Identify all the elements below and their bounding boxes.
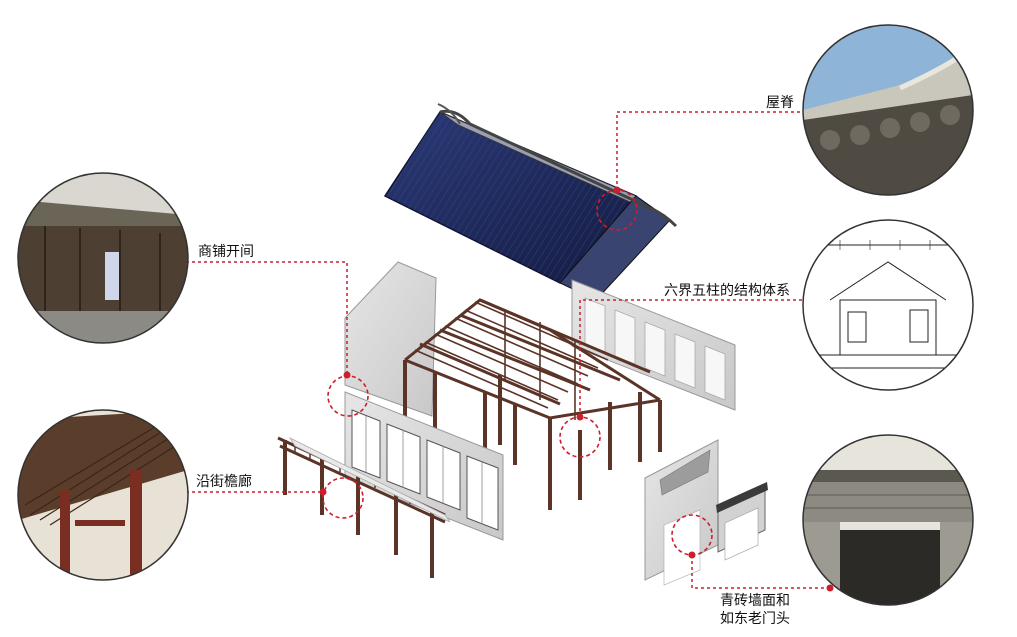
roof-component [383,103,678,301]
label-brick-wall-line2: 如东老门头 [720,611,790,627]
street-arcade [277,436,451,578]
photo-section-drawing [802,219,974,391]
door-head [716,482,768,561]
photo-street-arcade [17,409,189,581]
label-brick-wall-door-head: 青砖墙面和 如东老门头 [720,592,830,628]
gable-wall-left [344,261,437,417]
label-street-arcade: 沿街檐廊 [196,474,252,490]
photo-brick-door-head [802,434,974,606]
gable-wall-right [644,439,719,586]
storefront-wall [344,391,504,541]
label-brick-wall-line1: 青砖墙面和 [720,593,790,609]
label-frame-system: 六界五柱的结构体系 [664,283,790,299]
label-shop-bays: 商铺开间 [198,244,254,260]
photo-shop-bays [17,172,189,344]
photo-roof-ridge [802,24,974,196]
timber-frame [403,298,662,510]
leader-lines [180,111,830,589]
label-roof-ridge: 屋脊 [766,95,794,111]
